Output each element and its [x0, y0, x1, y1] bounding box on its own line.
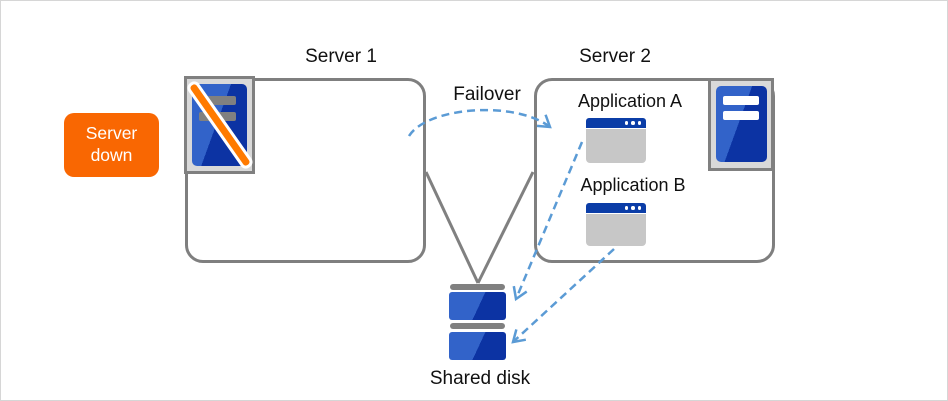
titlebar-dot [637, 206, 641, 210]
titlebar-dot [631, 206, 635, 210]
failover-label: Failover [453, 84, 521, 105]
shared-disk-label: Shared disk [429, 368, 531, 389]
server1-disk-line [424, 171, 480, 284]
app-body [586, 214, 646, 246]
server-down-badge: Server down [64, 113, 159, 177]
server-slot-bar [199, 96, 236, 105]
server2-disk-line [476, 171, 535, 284]
disk-stack-icon [450, 284, 505, 290]
app-titlebar [586, 203, 646, 213]
app-window-icon [586, 118, 646, 163]
server-down-icon [184, 76, 255, 174]
app-window-icon [586, 203, 646, 246]
disk-stack-icon [449, 292, 506, 320]
disk-stack-icon [450, 323, 505, 329]
titlebar-dot [631, 121, 635, 125]
server1-label: Server 1 [305, 46, 377, 67]
application-b-label: Application B [580, 175, 686, 195]
app-titlebar [586, 118, 646, 128]
titlebar-dot [637, 121, 641, 125]
titlebar-dot [624, 121, 628, 125]
app-body [586, 129, 646, 163]
failover-arrow [407, 108, 552, 137]
server-tower [716, 86, 767, 162]
titlebar-dot [624, 206, 628, 210]
application-a-label: Application A [577, 91, 683, 111]
disk-stack-icon [449, 332, 506, 360]
server-up-icon [708, 78, 774, 171]
server-slot-bar [723, 111, 759, 120]
server-slot-bar [723, 96, 759, 105]
server2-label: Server 2 [579, 46, 651, 67]
